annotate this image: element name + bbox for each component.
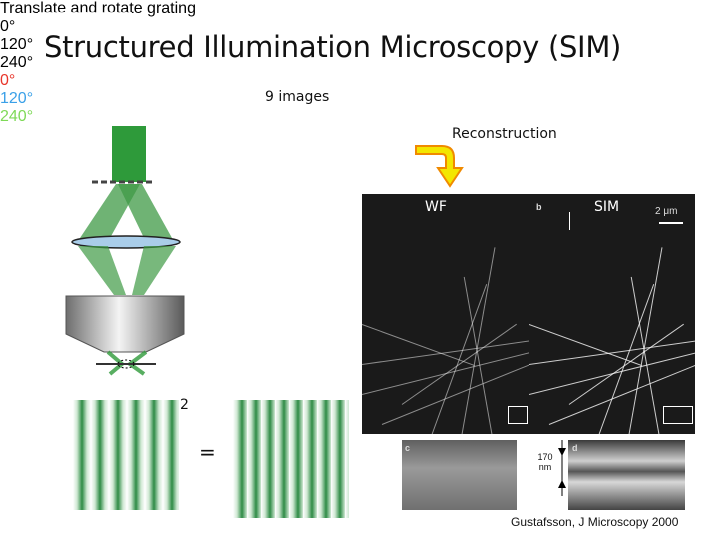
sim-label: SIM — [594, 199, 620, 215]
panel-c-label: c — [405, 443, 411, 453]
zoom-box-wf — [508, 406, 528, 424]
nine-images-label: 9 images — [265, 89, 330, 105]
zoom-box-sim — [663, 406, 693, 424]
reconstruction-label: Reconstruction — [452, 126, 557, 142]
beam-cone-right — [118, 184, 172, 238]
optical-setup-diagram — [65, 126, 185, 376]
angle-label-0: 0° — [0, 72, 16, 89]
row-label-120: 120° — [0, 36, 34, 53]
citation-credit: Gustafsson, J Microscopy 2000 — [511, 515, 679, 529]
scale-bar — [659, 222, 683, 224]
panel-d-label: d — [572, 443, 578, 453]
scale-bar-label: 2 μm — [655, 206, 678, 217]
sim-zoom-inset: d — [568, 440, 685, 510]
row-label-0: 0° — [0, 18, 16, 35]
wf-micrograph — [362, 194, 529, 434]
grating-images-panel: Translate and rotate grating 0° 120° 240… — [0, 0, 196, 126]
beam-lower-left — [78, 246, 126, 295]
distance-unit: nm — [538, 462, 552, 472]
angle-label-120: 120° — [0, 90, 34, 107]
illumination-pattern-right — [233, 400, 349, 518]
lens — [71, 235, 181, 249]
panel-b-label: b — [536, 202, 542, 212]
reconstruction-arrow-icon — [415, 145, 464, 188]
distance-value: 170 — [537, 452, 553, 462]
down-arrows-icon — [36, 12, 134, 34]
sim-micrograph: b 2 μm — [529, 194, 695, 434]
illumination-pattern-left — [73, 400, 179, 510]
pointer-arrow-icon — [569, 212, 570, 230]
row-label-240: 240° — [0, 54, 34, 71]
sample-spot — [117, 359, 135, 369]
distance-measure: 170 nm — [530, 452, 560, 472]
distance-arrows-icon — [558, 440, 566, 496]
equals-sign: = — [199, 440, 216, 464]
superscript-two: 2 — [180, 397, 189, 413]
objective-lens — [65, 295, 185, 353]
laser-beam — [112, 126, 146, 182]
wf-label: WF — [425, 199, 447, 215]
page-title: Structured Illumination Microscopy (SIM) — [44, 30, 622, 64]
wf-zoom-inset: c — [402, 440, 517, 510]
angle-label-240: 240° — [0, 108, 34, 125]
beam-lower-right — [132, 246, 176, 295]
